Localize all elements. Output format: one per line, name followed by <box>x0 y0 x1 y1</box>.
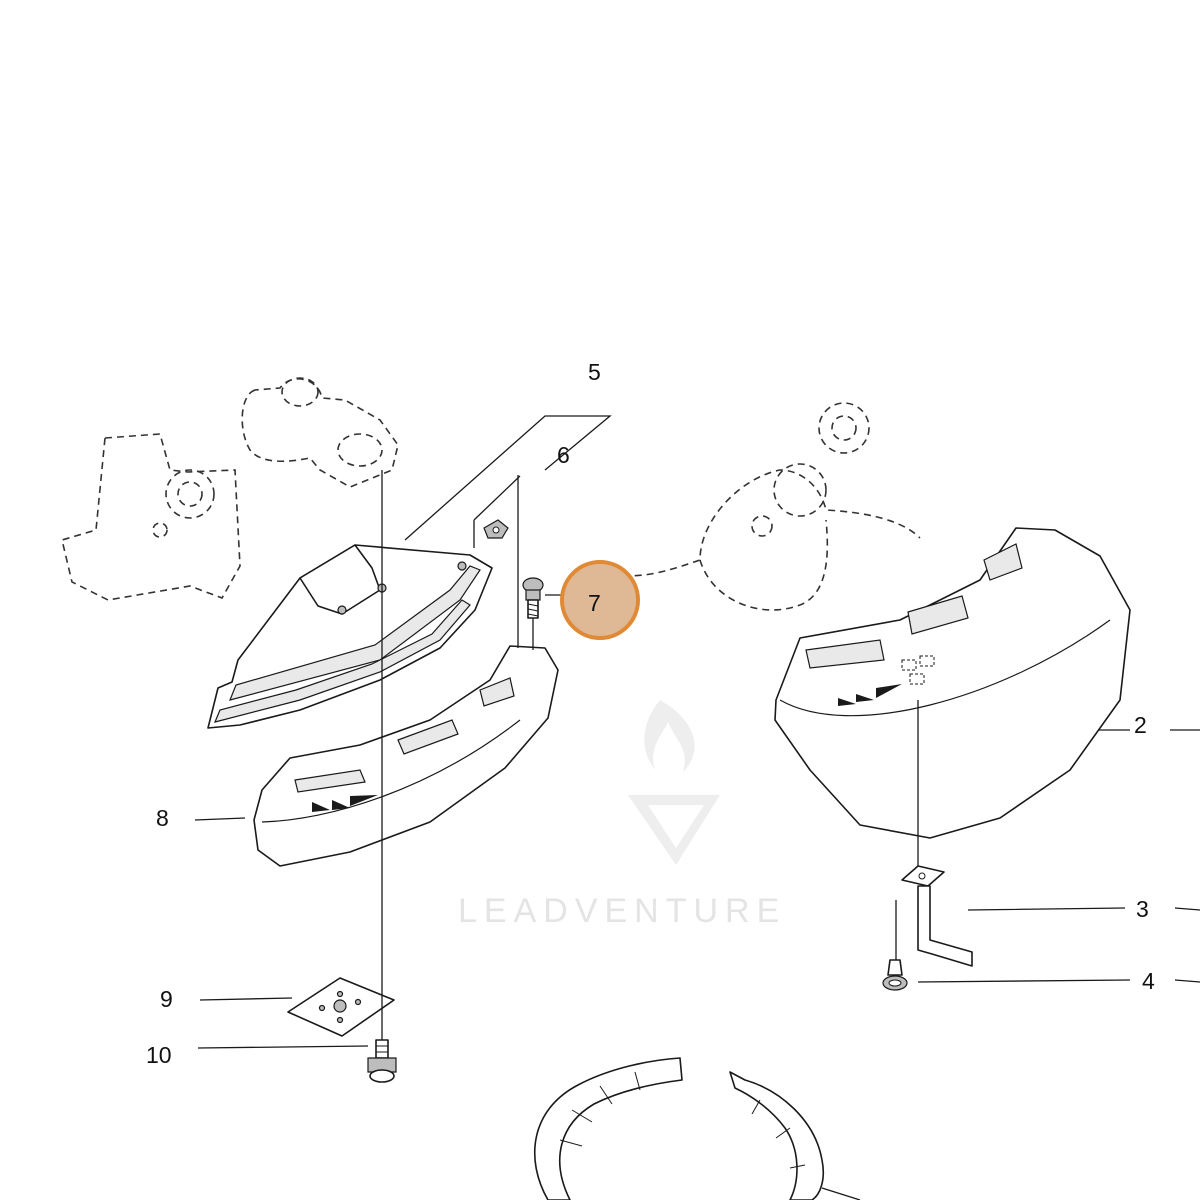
ghost-gearbox <box>241 377 399 488</box>
callout-10[interactable]: 10 <box>146 1042 172 1068</box>
callout-9[interactable]: 9 <box>160 986 173 1012</box>
part-5-guard-bracket <box>207 544 493 729</box>
watermark-v-icon <box>628 795 720 865</box>
part-10-bolt <box>367 1039 397 1083</box>
highlight-marker[interactable] <box>560 560 640 640</box>
part-9-plate <box>287 977 395 1037</box>
callout-8[interactable]: 8 <box>156 805 169 831</box>
callout-4[interactable]: 4 <box>1142 968 1155 994</box>
part-7-screw <box>522 577 544 619</box>
part-2-guard-cover <box>774 527 1131 839</box>
ring-part <box>533 1057 825 1200</box>
callout-6[interactable]: 6 <box>557 442 570 468</box>
callout-3[interactable]: 3 <box>1136 896 1149 922</box>
part-6-nut <box>483 519 509 539</box>
ghost-trimmer-head-right <box>599 402 921 611</box>
callout-5[interactable]: 5 <box>588 359 601 385</box>
callout-7[interactable]: 7 <box>588 590 601 616</box>
watermark-flame-icon <box>644 700 695 772</box>
part-8-guard-cover <box>253 645 559 867</box>
watermark: LEADVENTURE <box>458 700 786 930</box>
ghost-trimmer-head-left <box>61 433 241 601</box>
part-3-bracket <box>901 865 973 967</box>
callout-2[interactable]: 2 <box>1134 712 1147 738</box>
watermark-text: LEADVENTURE <box>458 892 786 930</box>
leader-lines <box>194 415 1200 1200</box>
part-4-screw <box>882 959 908 991</box>
